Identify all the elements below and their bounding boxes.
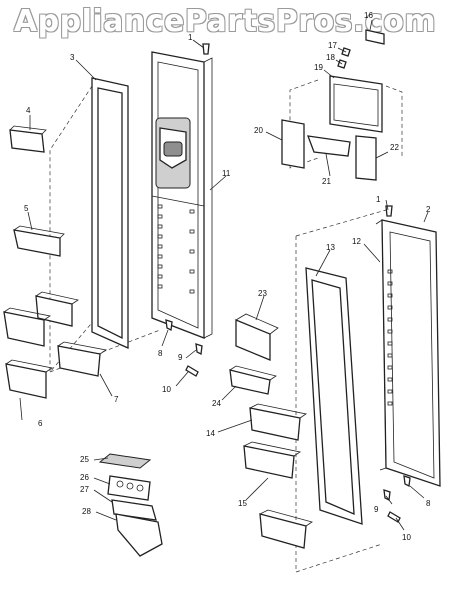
dispenser-panel-20 bbox=[281, 119, 305, 169]
callout-25: 25 bbox=[80, 455, 89, 464]
fresh-food-bin-24 bbox=[229, 365, 277, 395]
callout-10-right: 10 bbox=[402, 533, 411, 542]
dispenser-tray-21 bbox=[307, 135, 351, 157]
freezer-shelf-bin-upper bbox=[35, 291, 80, 327]
callout-8-right: 8 bbox=[426, 499, 431, 508]
callout-11: 11 bbox=[222, 169, 231, 178]
callout-18: 18 bbox=[326, 53, 335, 62]
fresh-food-door-gasket-13 bbox=[305, 267, 363, 525]
callout-9-right: 9 bbox=[374, 505, 379, 514]
fresh-food-bin-14 bbox=[249, 403, 308, 441]
callout-24: 24 bbox=[212, 399, 221, 408]
fresh-food-bin-15-upper bbox=[243, 441, 302, 479]
callout-20: 20 bbox=[254, 126, 263, 135]
watermark: AppliancePartsPros.com bbox=[13, 4, 437, 39]
freezer-shelf-bin-mid bbox=[3, 307, 52, 347]
callout-4: 4 bbox=[26, 106, 31, 115]
callout-12: 12 bbox=[352, 237, 361, 246]
freezer-shelf-bin-7 bbox=[57, 341, 108, 377]
callout-13: 13 bbox=[326, 243, 335, 252]
freezer-door-gasket bbox=[91, 77, 129, 350]
callout-27: 27 bbox=[80, 485, 89, 494]
freezer-shelf-bin-4 bbox=[9, 125, 47, 153]
callout-26: 26 bbox=[80, 473, 89, 482]
callout-7: 7 bbox=[114, 395, 119, 404]
callout-10-left: 10 bbox=[162, 385, 171, 394]
callout-28: 28 bbox=[82, 507, 91, 516]
callout-3: 3 bbox=[70, 53, 75, 62]
freezer-door bbox=[151, 51, 213, 339]
callout-16: 16 bbox=[364, 11, 373, 20]
fresh-food-bin-23 bbox=[235, 313, 279, 361]
ice-maker-assembly bbox=[98, 453, 163, 557]
callout-1-right: 1 bbox=[376, 195, 381, 204]
freezer-shelf-bin-5 bbox=[13, 225, 65, 257]
leader-lines bbox=[19, 19, 429, 531]
callout-17: 17 bbox=[328, 41, 337, 50]
callout-19: 19 bbox=[314, 63, 323, 72]
callout-2: 2 bbox=[426, 205, 431, 214]
fresh-food-dashed-outline bbox=[295, 209, 387, 573]
callout-labels: 1 3 4 5 6 7 8 9 10 11 16 17 18 19 20 21 … bbox=[24, 11, 431, 542]
callout-23: 23 bbox=[258, 289, 267, 298]
callout-1-left: 1 bbox=[188, 33, 193, 42]
fresh-food-bin-15-lower bbox=[259, 509, 313, 549]
dispenser-panel-22 bbox=[355, 135, 377, 181]
callout-21: 21 bbox=[322, 177, 331, 186]
freezer-shelf-bin-6 bbox=[5, 359, 54, 399]
callout-9-left: 9 bbox=[178, 353, 183, 362]
callout-15: 15 bbox=[238, 499, 247, 508]
callout-8-left: 8 bbox=[158, 349, 163, 358]
fresh-food-door-12 bbox=[375, 219, 441, 487]
callout-5: 5 bbox=[24, 204, 29, 213]
callout-6: 6 bbox=[38, 419, 43, 428]
callout-22: 22 bbox=[390, 143, 399, 152]
dispenser-cover-16 bbox=[365, 29, 385, 45]
dispenser-housing-19 bbox=[329, 75, 383, 133]
left-hinge-hardware bbox=[165, 43, 210, 377]
callout-14: 14 bbox=[206, 429, 215, 438]
